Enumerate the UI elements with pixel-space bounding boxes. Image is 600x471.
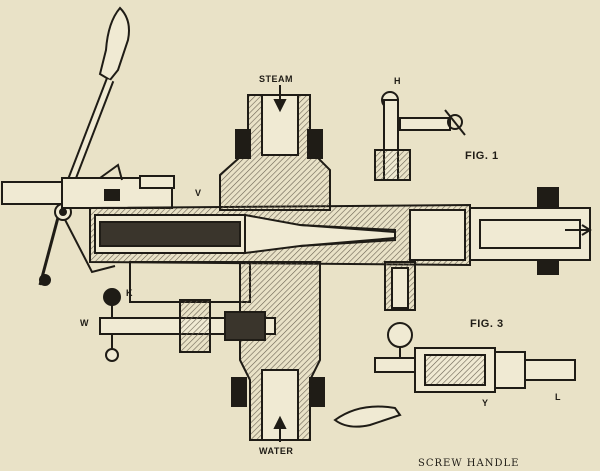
label-v: V [195,188,202,198]
label-y: Y [482,398,489,408]
top-spindle [374,91,466,181]
figure-caption: SCREW HANDLE [418,458,520,469]
water-valve-stem [99,288,276,362]
label-fig1: FIG. 1 [465,150,499,162]
fig3-screw-handle [333,322,576,428]
label-h: H [394,76,401,86]
delivery-end [469,187,592,275]
label-water: WATER [259,446,294,456]
label-fig3: FIG. 3 [470,318,504,330]
main-body-casting [89,203,471,303]
water-branch [231,261,325,442]
steam-branch [219,85,331,211]
left-spindle [1,163,175,209]
lever-handle [38,6,130,286]
label-l: L [555,392,561,402]
label-steam: STEAM [259,74,293,84]
label-k: K [126,288,133,298]
label-w: W [80,318,89,328]
overflow-branch [384,261,416,311]
